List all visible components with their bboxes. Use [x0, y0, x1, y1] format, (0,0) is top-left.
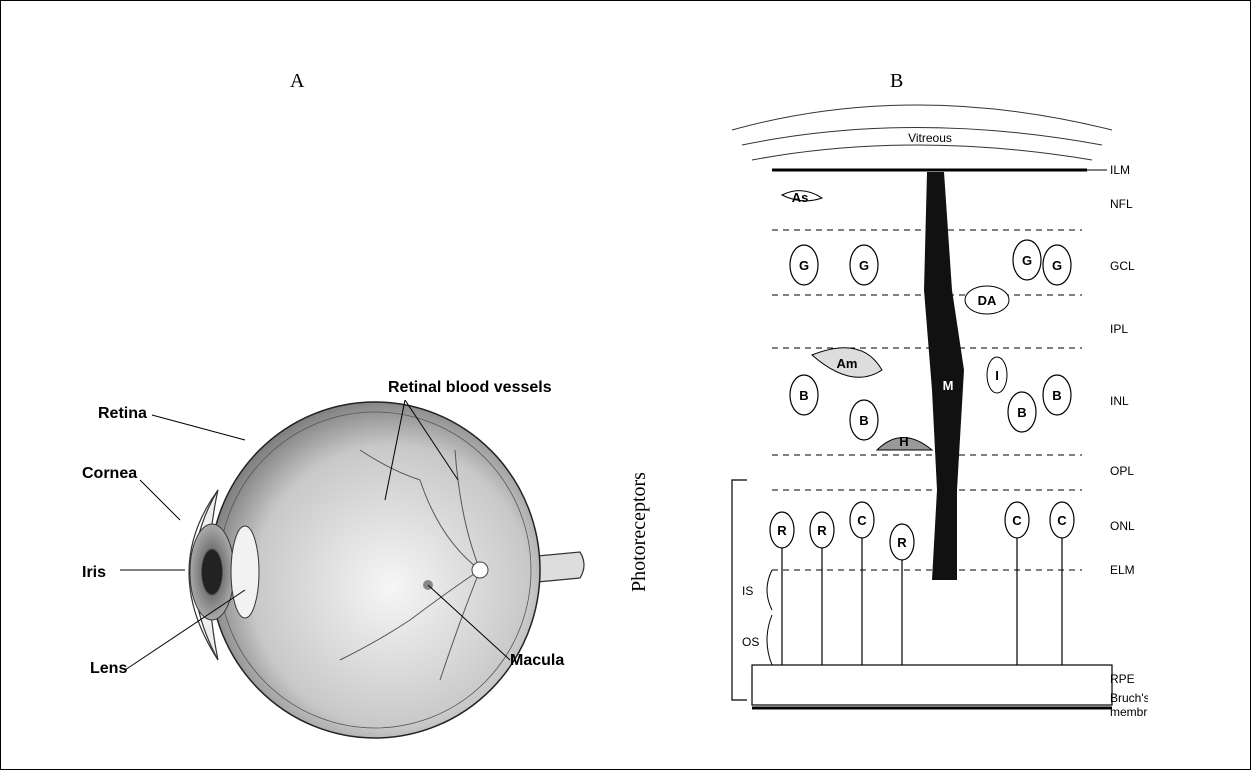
layer-bruchs-1: Bruch's — [1110, 691, 1148, 705]
label-macula: Macula — [510, 652, 564, 669]
cell-da: DA — [978, 293, 997, 308]
label-cornea: Cornea — [82, 465, 137, 482]
label-lens: Lens — [90, 660, 127, 677]
cell-b-2: B — [859, 413, 868, 428]
layer-opl: OPL — [1110, 464, 1134, 478]
layer-is: IS — [742, 584, 753, 598]
os-brace — [767, 615, 772, 665]
cell-m: M — [943, 378, 954, 393]
cell-c-2: C — [1012, 513, 1022, 528]
cell-c-3: C — [1057, 513, 1067, 528]
cell-as: As — [792, 190, 809, 205]
cell-c-1: C — [857, 513, 867, 528]
cell-g-4: G — [1052, 258, 1062, 273]
cell-h: H — [899, 434, 908, 449]
is-brace — [767, 570, 772, 610]
layer-elm: ELM — [1110, 563, 1135, 577]
muller-cell — [924, 172, 964, 580]
cell-r-1: R — [777, 523, 787, 538]
layer-os: OS — [742, 635, 759, 649]
optic-disc — [472, 562, 488, 578]
layer-bruchs-2: membran — [1110, 705, 1148, 719]
layer-onl: ONL — [1110, 519, 1135, 533]
layer-ilm: ILM — [1110, 163, 1130, 177]
label-retinal-blood-vessels: Retinal blood vessels — [388, 379, 552, 396]
bipolar-cells — [790, 375, 1071, 440]
photoreceptors-label: Photoreceptors — [628, 432, 652, 632]
cell-g-1: G — [799, 258, 809, 273]
layer-nfl: NFL — [1110, 197, 1133, 211]
retina-layers-diagram: Vitreous — [712, 90, 1148, 730]
layer-vitreous: Vitreous — [908, 131, 952, 145]
photoreceptor-cells — [770, 502, 1074, 665]
label-retina: Retina — [98, 405, 147, 422]
cell-b-3: B — [1017, 405, 1026, 420]
lens — [231, 526, 259, 618]
cell-g-3: G — [1022, 253, 1032, 268]
iris — [190, 524, 234, 620]
cell-b-1: B — [799, 388, 808, 403]
cell-am: Am — [837, 356, 858, 371]
cell-r-2: R — [817, 523, 827, 538]
eye-diagram: Retina Retinal blood vessels Cornea Iris… — [40, 360, 680, 740]
cell-b-4: B — [1052, 388, 1061, 403]
layer-inl: INL — [1110, 394, 1129, 408]
rpe-layer — [752, 665, 1112, 705]
panel-label-a: A — [290, 70, 304, 93]
cell-g-2: G — [859, 258, 869, 273]
cell-r-3: R — [897, 535, 907, 550]
layer-rpe: RPE — [1110, 672, 1135, 686]
label-iris: Iris — [82, 564, 106, 581]
layer-gcl: GCL — [1110, 259, 1135, 273]
cell-i: I — [995, 368, 999, 383]
layer-ipl: IPL — [1110, 322, 1128, 336]
eye-globe — [210, 402, 540, 738]
